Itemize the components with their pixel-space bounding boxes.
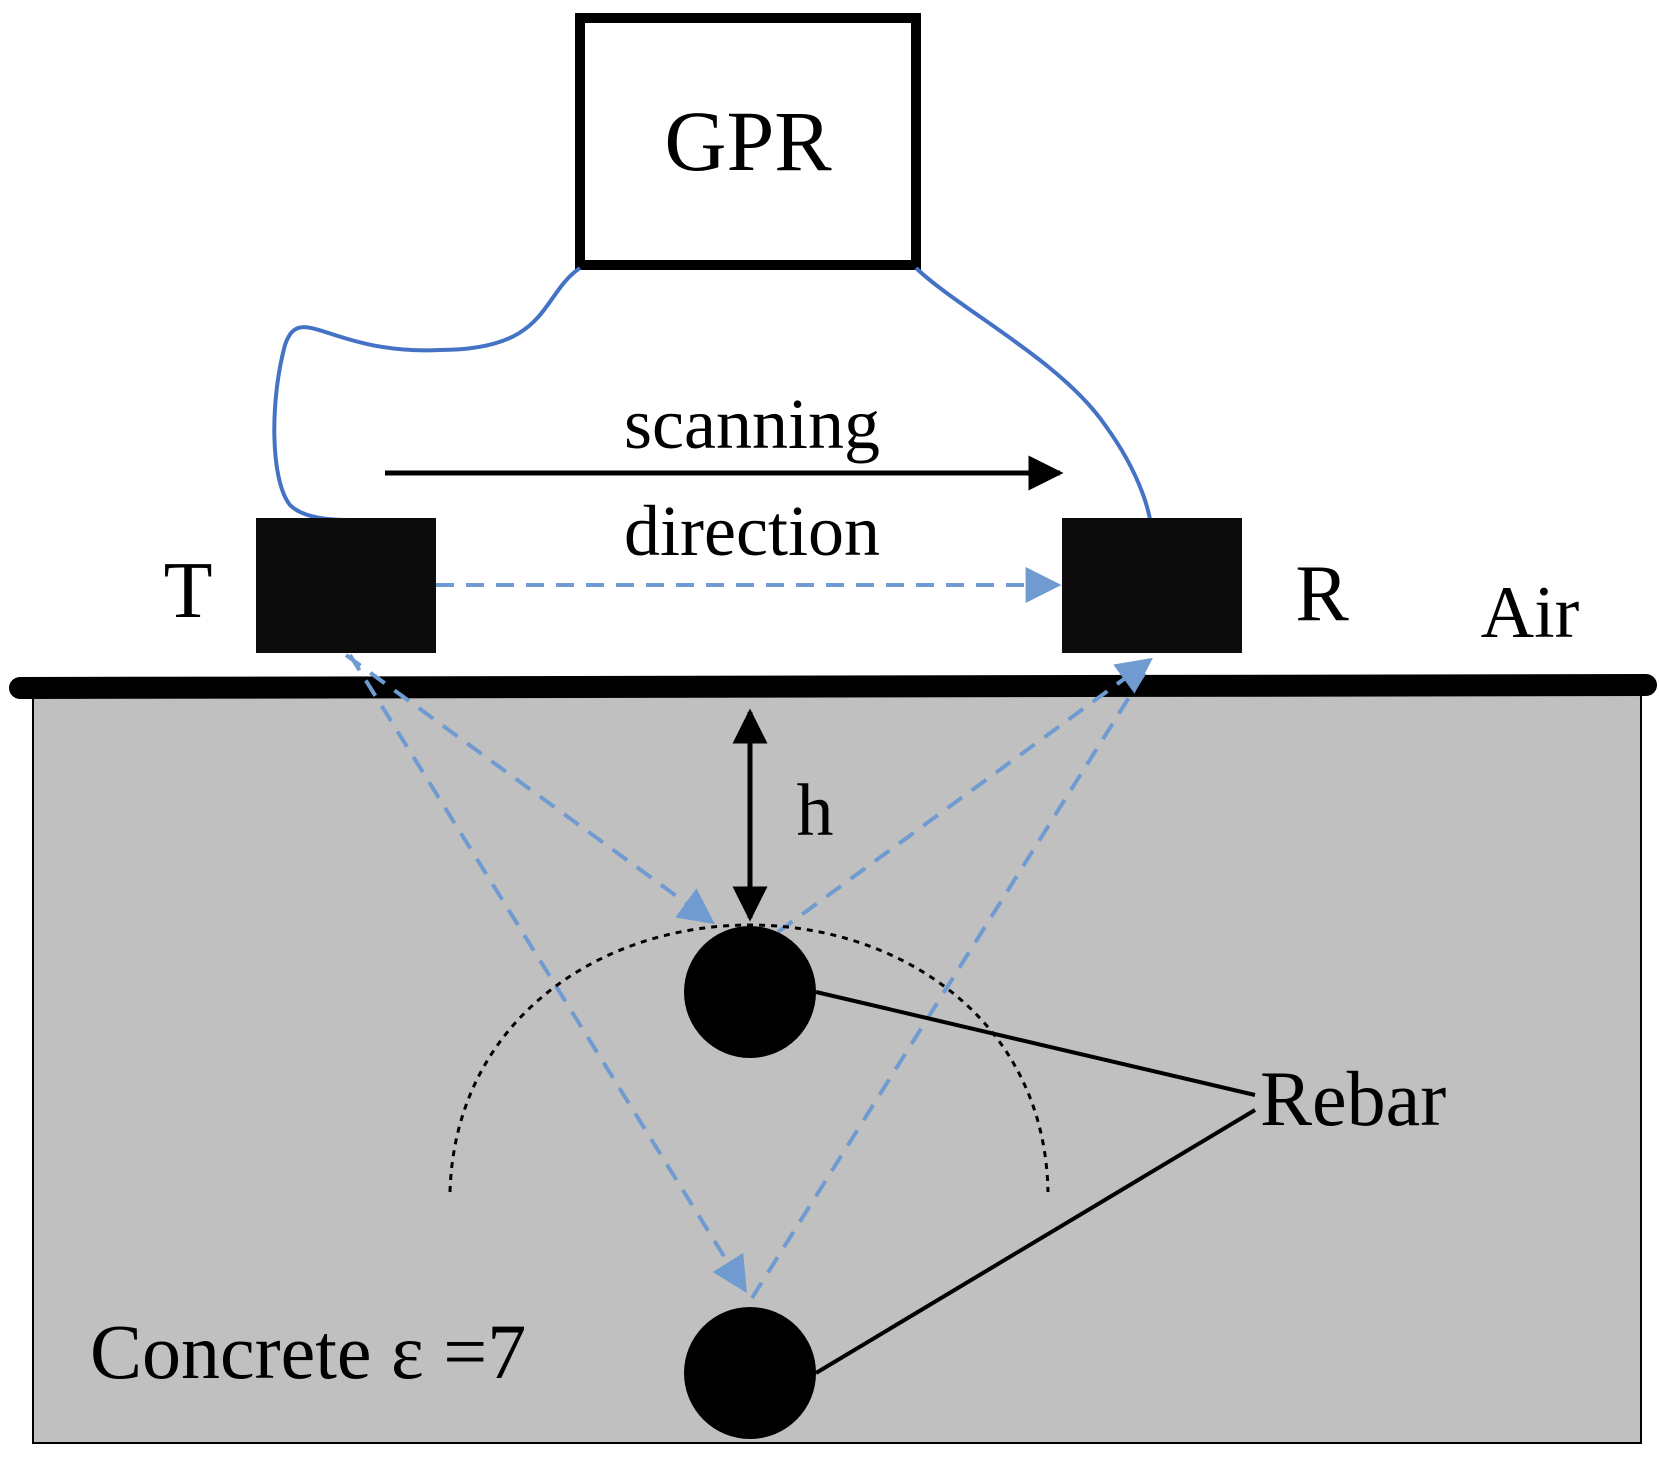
gpr-label: GPR — [664, 93, 832, 189]
depth-label: h — [797, 770, 834, 852]
rebar-leader-lower — [814, 1108, 1257, 1375]
receiver-cable — [914, 266, 1152, 521]
rebar-leader-upper — [815, 990, 1256, 1097]
transmitter-cable — [272, 266, 582, 522]
concrete-region — [32, 689, 1642, 1444]
hyperbola-arc — [448, 923, 1050, 1193]
receiver-label: R — [1295, 550, 1349, 638]
upper-rebar — [684, 926, 816, 1058]
receiver-antenna — [1062, 518, 1242, 653]
incident-wave-lower-rebar — [348, 653, 747, 1294]
reflected-wave-lower-rebar — [750, 662, 1152, 1300]
transmitter-antenna — [256, 518, 436, 653]
reflected-wave-upper-rebar — [776, 657, 1153, 934]
scanning-label-line2: direction — [624, 491, 880, 571]
rebar-label: Rebar — [1260, 1055, 1446, 1142]
concrete-label: Concrete ε =7 — [90, 1308, 526, 1395]
incident-wave-upper-rebar — [344, 653, 715, 925]
transmitter-label: T — [164, 547, 213, 635]
air-label: Air — [1481, 572, 1580, 654]
scanning-label-line1: scanning — [624, 384, 880, 464]
ground-surface — [9, 674, 1657, 699]
gpr-unit — [575, 13, 921, 270]
lower-rebar — [684, 1307, 816, 1439]
